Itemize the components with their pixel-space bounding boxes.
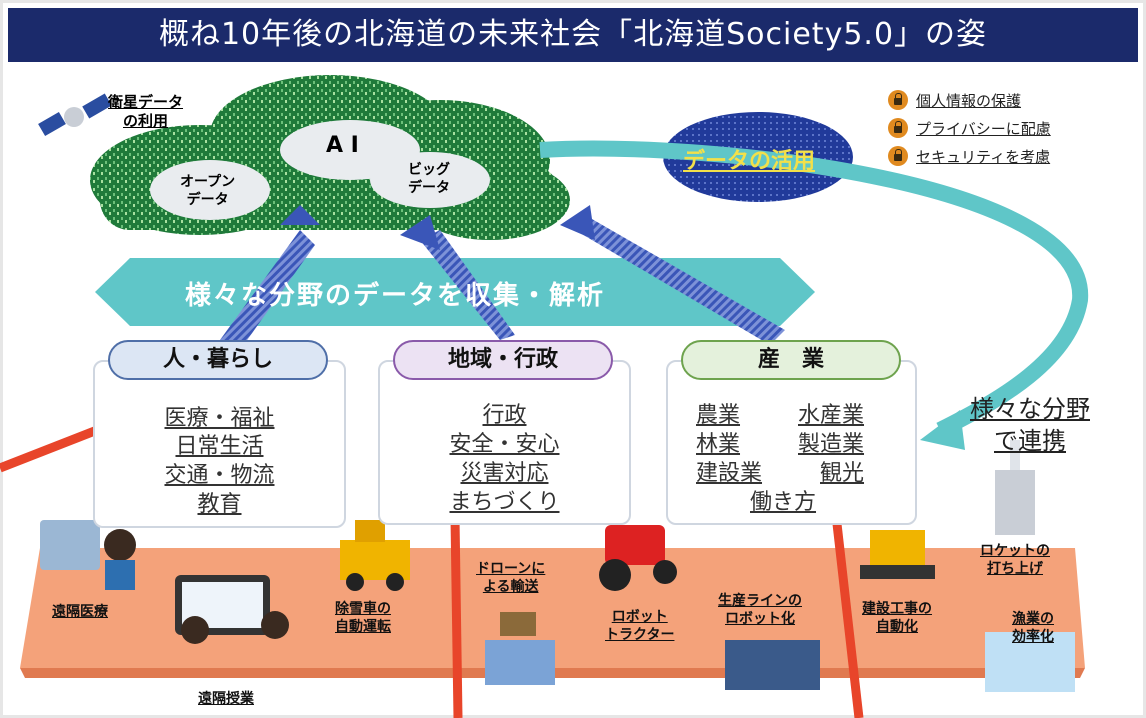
region-item: 災害対応 — [460, 461, 549, 486]
region-item: 安全・安心 — [449, 432, 560, 457]
remote-class-caption: 遠隔授業 — [198, 691, 254, 707]
people-item: 教育 — [197, 492, 242, 517]
region-item: 行政 — [482, 403, 527, 428]
industry-item: 農業 — [696, 403, 741, 428]
snowplow-caption: 除雪車の自動運転 — [335, 601, 391, 635]
red-line-left — [0, 420, 112, 473]
lock-icon — [888, 118, 908, 138]
lock-icon — [888, 146, 908, 166]
rocket-caption: ロケットの打ち上げ — [980, 543, 1050, 577]
red-line-middle — [450, 517, 463, 718]
remote-medical-caption: 遠隔医療 — [52, 604, 108, 620]
people-item: 日常生活 — [175, 434, 264, 459]
page-title: 概ね10年後の北海道の未来社会「北海道Society5.0」の姿 — [8, 8, 1138, 62]
lock-icon — [888, 90, 908, 110]
people-item: 交通・物流 — [164, 463, 275, 488]
industry-item: 働き方 — [750, 490, 817, 515]
people-title: 人・暮らし — [108, 340, 328, 380]
industry-item: 製造業 — [798, 432, 865, 457]
red-line-right — [831, 514, 864, 718]
data-use-label: データの活用 — [683, 149, 816, 174]
construction-caption: 建設工事の自動化 — [862, 601, 932, 635]
people-item: 医療・福祉 — [164, 406, 275, 431]
industry-item: 観光 — [820, 461, 865, 486]
fishery-caption: 漁業の効率化 — [1012, 611, 1054, 645]
industry-title: 産 業 — [681, 340, 901, 380]
open-data-label: オープンデータ — [180, 174, 236, 208]
satellite-icon — [38, 93, 112, 137]
industry-item: 建設業 — [696, 461, 763, 486]
data-cloud — [90, 75, 570, 240]
production-line-caption: 生産ラインのロボット化 — [718, 593, 802, 627]
robot-tractor-caption: ロボットトラクター — [605, 609, 675, 643]
collab-arrow — [539, 140, 1089, 438]
people-box — [93, 360, 346, 528]
ai-label: A I — [326, 133, 359, 158]
region-box — [378, 360, 631, 525]
region-item: まちづくり — [449, 490, 560, 515]
region-title: 地域・行政 — [393, 340, 613, 380]
banner-label: 様々な分野のデータを収集・解析 — [185, 281, 606, 311]
drone-caption: ドローンによる輸送 — [476, 561, 546, 595]
legend-item-security: セキュリティを考慮 — [888, 143, 1050, 169]
legend-item-privacy-data: 個人情報の保護 — [888, 87, 1021, 113]
industry-item: 水産業 — [798, 403, 865, 428]
legend-item-privacy: プライバシーに配慮 — [888, 115, 1051, 141]
upward-arrows — [220, 205, 785, 350]
scene-illustrations — [40, 440, 1075, 692]
industry-item: 林業 — [696, 432, 741, 457]
collab-label: 様々な分野で連携 — [970, 395, 1090, 455]
satellite-label: 衛星データの利用 — [108, 93, 184, 130]
big-data-label: ビッグデータ — [408, 162, 450, 196]
ground-platform — [20, 548, 1085, 668]
